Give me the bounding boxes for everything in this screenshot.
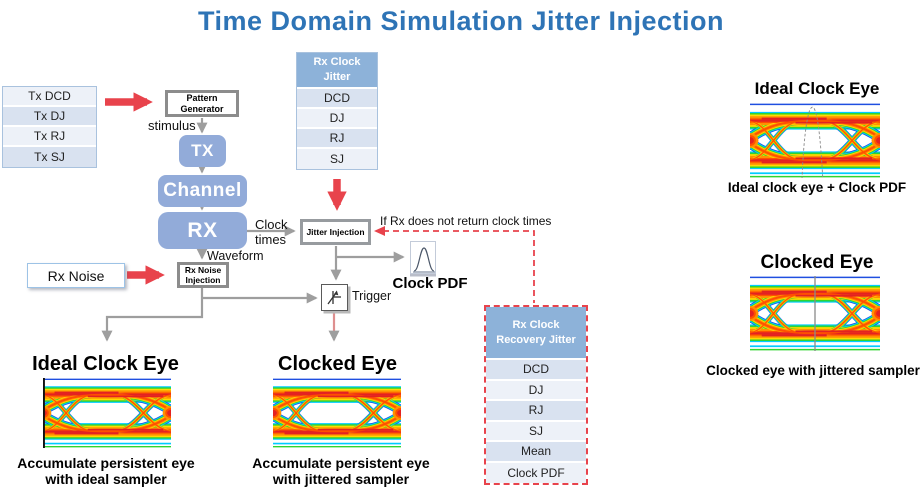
table-row: Tx SJ <box>3 147 96 167</box>
rx-noise-injection-block: Rx Noise Injection <box>177 262 229 288</box>
red-thick-arrows <box>105 92 347 285</box>
clock-times-label: Clock times <box>255 217 288 247</box>
table-row: DCD <box>486 360 586 381</box>
caption-line: with ideal sampler <box>45 471 167 488</box>
eye-heading: Ideal Clock Eye <box>754 79 880 98</box>
table-row: Tx DCD <box>3 87 96 107</box>
tx-jitter-table: Tx DCD Tx DJ Tx RJ Tx SJ <box>2 86 97 168</box>
gray-connector-arrows <box>101 118 405 342</box>
eye-heading: Ideal Clock Eye <box>32 353 179 375</box>
table-row: DCD <box>297 89 377 109</box>
trigger-label: Trigger <box>352 289 392 303</box>
fallback-dashed-path <box>383 230 535 303</box>
table-header: Rx Clock Jitter <box>297 53 377 89</box>
caption-line: Accumulate persistent eye <box>252 455 430 471</box>
table-row: Tx DJ <box>3 107 96 127</box>
stimulus-label: stimulus <box>148 118 196 133</box>
channel-block: Channel <box>158 175 247 207</box>
table-row: DJ <box>486 380 586 401</box>
clocked-eye-diagram <box>273 378 401 448</box>
eye-heading: Clocked Eye <box>278 353 397 375</box>
jitter-injection-block: Jitter Injection <box>300 219 371 245</box>
eye-caption: Accumulate persistent eye with ideal sam… <box>15 455 197 487</box>
eye-caption: Ideal clock eye + Clock PDF <box>727 180 907 195</box>
table-row: RJ <box>297 129 377 149</box>
table-row: DJ <box>297 109 377 129</box>
clock-pdf-icon <box>410 241 436 274</box>
pattern-generator-block: Pattern Generator <box>165 90 239 117</box>
rx-clock-recovery-table: Rx Clock Recovery Jitter DCD DJ RJ SJ Me… <box>484 305 588 485</box>
ideal-clock-eye-with-pdf-diagram <box>750 103 880 178</box>
eye-heading: Clocked Eye <box>760 252 874 273</box>
table-row: SJ <box>486 421 586 442</box>
eye-caption: Accumulate persistent eye with jittered … <box>250 455 432 487</box>
table-header: Rx Clock Recovery Jitter <box>486 307 586 360</box>
trigger-icon <box>321 284 348 311</box>
table-row: SJ <box>297 149 377 169</box>
table-row: Clock PDF <box>486 462 586 483</box>
table-row: RJ <box>486 401 586 422</box>
ideal-clock-eye-diagram <box>43 378 171 448</box>
no-clock-times-label: If Rx does not return clock times <box>380 214 552 228</box>
clocked-eye-sampler-diagram <box>750 276 880 351</box>
rx-noise-block: Rx Noise <box>27 263 125 288</box>
eye-caption: Clocked eye with jittered sampler <box>706 363 920 378</box>
waveform-label: Waveform <box>207 249 264 263</box>
rx-clock-jitter-table: Rx Clock Jitter DCD DJ RJ SJ <box>296 52 378 170</box>
page-title: Time Domain Simulation Jitter Injection <box>197 6 725 36</box>
table-row: Mean <box>486 442 586 463</box>
caption-line: Accumulate persistent eye <box>17 455 195 471</box>
rx-block: RX <box>158 212 247 249</box>
table-row: Tx RJ <box>3 127 96 147</box>
fallback-arrowhead <box>374 226 385 236</box>
caption-line: with jittered sampler <box>272 471 410 488</box>
tx-block: TX <box>179 135 226 167</box>
clock-pdf-label: Clock PDF <box>392 275 468 292</box>
